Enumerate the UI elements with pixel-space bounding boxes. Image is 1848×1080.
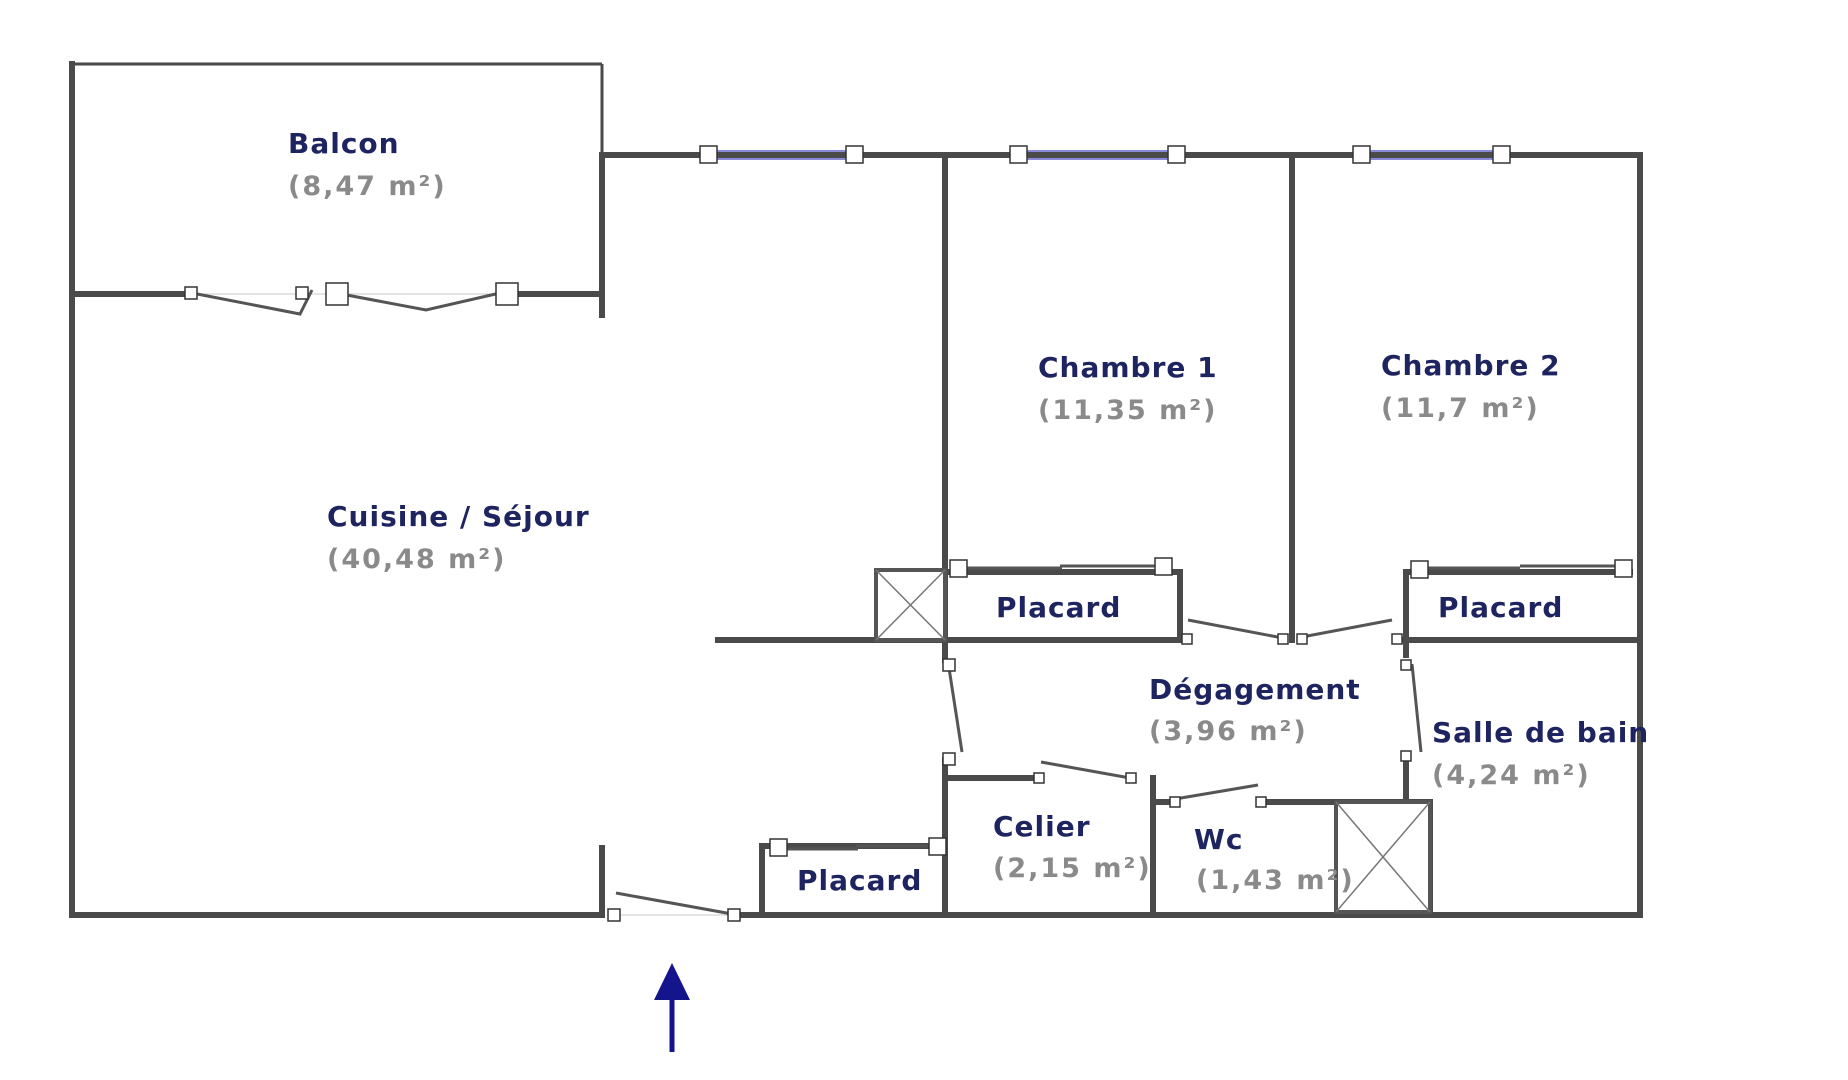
room-wc: Wc (1,43 m²)	[1194, 823, 1355, 896]
door-degagement	[942, 658, 964, 766]
room-area: (2,15 m²)	[993, 853, 1152, 884]
door-placard-1	[949, 557, 1173, 578]
technical-shafts	[874, 568, 1432, 914]
room-placard-1: Placard	[996, 591, 1121, 624]
room-area: (40,48 m²)	[327, 544, 506, 575]
room-name: Dégagement	[1149, 673, 1361, 706]
room-chambre-2: Chambre 2 (11,7 m²)	[1381, 349, 1561, 424]
room-labels: Balcon (8,47 m²) Cuisine / Séjour (40,48…	[288, 127, 1649, 897]
door-wc	[1169, 783, 1267, 808]
room-placard-2: Placard	[797, 864, 922, 897]
room-name: Cuisine / Séjour	[327, 500, 590, 533]
doors	[184, 282, 1633, 922]
room-area: (11,35 m²)	[1038, 395, 1217, 426]
window-chambre-2	[1352, 145, 1511, 164]
room-area: (1,43 m²)	[1196, 865, 1355, 896]
room-celier: Celier (2,15 m²)	[993, 810, 1152, 884]
room-name: Balcon	[288, 127, 400, 160]
room-salle-de-bain: Salle de bain (4,24 m²)	[1432, 716, 1649, 791]
door-chambre-2	[1296, 618, 1403, 645]
room-name: Wc	[1194, 823, 1243, 856]
door-celier	[1033, 760, 1137, 784]
door-salle-de-bain	[1400, 659, 1423, 762]
shaft-near-wc	[1334, 800, 1432, 914]
room-name: Placard	[996, 591, 1121, 624]
door-entrance	[607, 891, 741, 922]
room-degagement: Dégagement (3,96 m²)	[1149, 673, 1361, 747]
shaft-near-chambre-1	[874, 568, 947, 642]
room-cuisine-sejour: Cuisine / Séjour (40,48 m²)	[327, 500, 590, 575]
room-name: Chambre 1	[1038, 351, 1218, 384]
door-balcon	[184, 282, 519, 316]
walls	[69, 61, 1643, 918]
room-name: Chambre 2	[1381, 349, 1561, 382]
entrance-arrow-icon	[654, 963, 690, 1052]
door-placard-3	[1410, 559, 1633, 579]
room-placard-3: Placard	[1438, 591, 1563, 624]
room-name: Salle de bain	[1432, 716, 1649, 749]
room-area: (3,96 m²)	[1149, 716, 1308, 747]
room-balcon: Balcon (8,47 m²)	[288, 127, 447, 202]
door-placard-2	[769, 837, 947, 857]
window-chambre-1	[1009, 145, 1186, 164]
room-name: Placard	[1438, 591, 1563, 624]
room-area: (4,24 m²)	[1432, 760, 1591, 791]
room-name: Placard	[797, 864, 922, 897]
room-area: (11,7 m²)	[1381, 393, 1540, 424]
door-chambre-1	[1181, 618, 1289, 645]
room-name: Celier	[993, 810, 1091, 843]
window-sejour	[699, 145, 864, 164]
room-chambre-1: Chambre 1 (11,35 m²)	[1038, 351, 1218, 426]
room-area: (8,47 m²)	[288, 171, 447, 202]
windows	[699, 145, 1511, 164]
